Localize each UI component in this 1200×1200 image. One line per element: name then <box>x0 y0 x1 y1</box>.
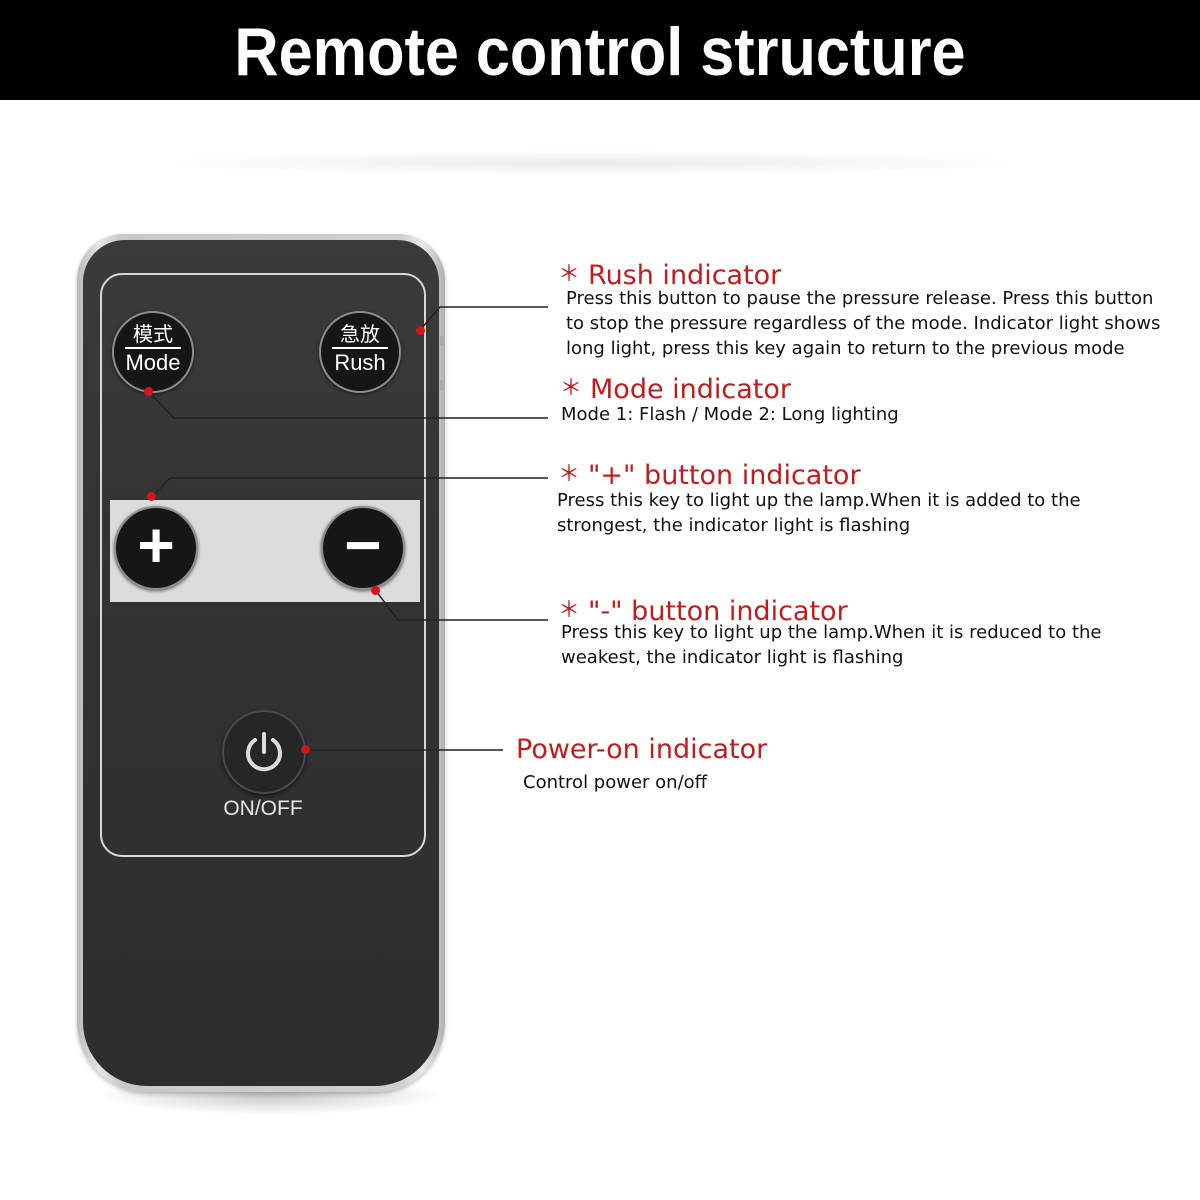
plus-star-marker: ＊ <box>558 462 581 487</box>
plus-title-text: "+" button indicator <box>588 460 861 491</box>
power-title-text: Power-on indicator <box>516 734 768 765</box>
rush-button-label-cn: 急放 <box>340 322 380 346</box>
minus-leader-line <box>375 590 548 621</box>
plus-marker-dot <box>147 492 156 501</box>
power-title: Power-on indicator <box>516 734 767 765</box>
mode-button-label-cn: 模式 <box>133 322 173 346</box>
remote-control: 模式 Mode 急放 Rush + − ON/OFF <box>77 234 445 1092</box>
plus-title: ＊ "+" button indicator <box>558 456 861 491</box>
mode-title: ＊ Mode indicator <box>560 370 791 405</box>
minus-marker-dot <box>371 586 380 595</box>
power-description: Control power on/off <box>523 772 708 793</box>
mode-title-text: Mode indicator <box>590 374 792 405</box>
mode-description: Mode 1: Flash / Mode 2: Long lighting <box>561 404 899 425</box>
rush-button-divider <box>332 347 388 349</box>
background-haze <box>130 150 1050 176</box>
mode-star-marker: ＊ <box>560 376 583 401</box>
remote-face: 模式 Mode 急放 Rush + − ON/OFF <box>83 240 444 1086</box>
mode-button[interactable]: 模式 Mode <box>112 311 194 393</box>
remote-edge-notch <box>440 380 444 390</box>
mode-button-divider <box>125 347 181 349</box>
rush-star-marker: ＊ <box>558 262 581 287</box>
minus-button[interactable]: − <box>321 506 405 590</box>
minus-star-marker: ＊ <box>558 598 581 623</box>
power-icon <box>246 732 282 772</box>
minus-description: Press this key to light up the lamp.When… <box>561 622 1102 668</box>
remote-edge-notch <box>440 336 444 346</box>
button-panel <box>100 273 426 857</box>
rush-leader-line <box>419 306 548 331</box>
plus-button[interactable]: + <box>114 506 198 590</box>
power-marker-dot <box>301 745 310 754</box>
rush-description: Press this button to pause the pressure … <box>566 288 1161 359</box>
minus-title-text: "-" button indicator <box>588 596 848 627</box>
rush-button[interactable]: 急放 Rush <box>319 311 401 393</box>
page-title: Remote control structure <box>234 14 966 90</box>
title-banner: Remote control structure <box>0 0 1200 100</box>
rush-title-text: Rush indicator <box>588 260 782 291</box>
plus-description: Press this key to light up the lamp.When… <box>557 490 1081 536</box>
minus-title: ＊ "-" button indicator <box>558 592 848 627</box>
rush-title: ＊ Rush indicator <box>558 256 781 291</box>
mode-leader-line <box>148 391 548 419</box>
rush-marker-dot <box>416 326 425 335</box>
power-button[interactable] <box>222 710 306 794</box>
power-button-label: ON/OFF <box>223 797 303 820</box>
plus-icon: + <box>137 509 175 581</box>
rush-button-label-en: Rush <box>334 350 386 375</box>
plus-leader-line <box>151 477 548 498</box>
mode-button-label-en: Mode <box>125 350 181 375</box>
mode-marker-dot <box>144 387 153 396</box>
minus-icon: − <box>344 509 382 581</box>
